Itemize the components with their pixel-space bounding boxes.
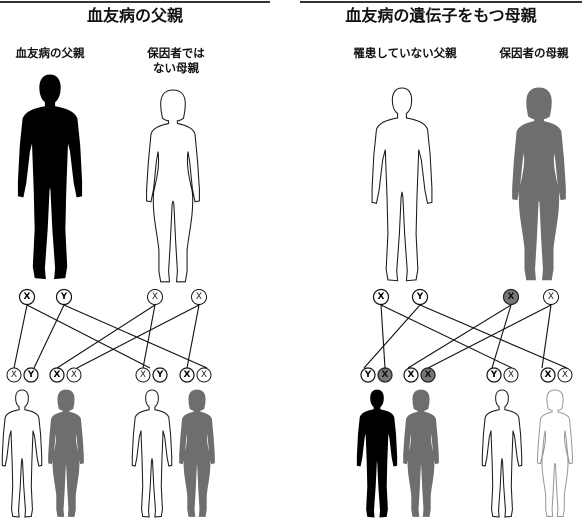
left-mother-chromosomes: X X: [147, 289, 207, 305]
right-father-chromosomes: X Y: [372, 288, 429, 306]
right-father-figure: [371, 87, 433, 282]
x-chromosome-icon: X: [201, 370, 207, 380]
x-chromosome-icon: X: [508, 370, 514, 380]
y-chromosome-icon: Y: [490, 370, 498, 380]
x-chromosome-icon: X: [408, 370, 415, 380]
right-unaffected-son-figure: [481, 389, 523, 518]
x-chromosome-icon: X: [152, 292, 158, 302]
left-father-label: 血友病の父親: [15, 46, 85, 60]
y-chromosome-icon: Y: [156, 370, 164, 380]
left-mother-figure: [146, 89, 200, 283]
x-chromosome-icon: X: [54, 370, 61, 380]
y-chromosome-icon: Y: [364, 370, 372, 380]
inheritance-lines: [13, 304, 568, 369]
x-chromosome-icon: X: [11, 370, 17, 380]
x-chromosome-icon: X: [548, 292, 554, 302]
x-chromosome-icon: X: [378, 292, 385, 302]
y-chromosome-icon: Y: [27, 370, 35, 380]
right-mother-figure: [512, 87, 566, 281]
x-chromosome-icon: X: [196, 292, 202, 302]
x-chromosome-icon: X: [140, 370, 146, 380]
right-mother-chromosomes: X X: [502, 288, 559, 306]
left-title-rule: [0, 1, 270, 3]
x-chromosome-icon: X: [71, 370, 77, 380]
right-affected-son-figure: [356, 389, 398, 518]
left-panel-title: 血友病の父親: [86, 6, 183, 25]
right-mother-label: 保因者の母親: [499, 46, 569, 60]
x-chromosome-icon: X: [24, 292, 31, 302]
left-children-chromosomes: X Y X X X Y X X: [6, 367, 212, 383]
y-chromosome-icon: Y: [60, 292, 68, 302]
right-noncarrier-daughter-figure: [537, 389, 573, 517]
x-chromosome-icon: X: [184, 370, 191, 380]
left-father-figure: [17, 74, 83, 280]
left-daughter-figure: [48, 389, 84, 517]
left-daughter-figure-2: [179, 389, 215, 517]
right-father-label: 罹患していない父親: [353, 46, 457, 60]
right-children-chromosomes: Y X X X Y X X X: [360, 367, 573, 383]
left-son-figure: [1, 389, 43, 518]
left-son-figure-2: [131, 389, 173, 518]
affected-x-chromosome-icon: X: [382, 370, 389, 380]
right-panel-title: 血友病の遺伝子をもつ母親: [345, 6, 537, 25]
affected-x-chromosome-icon: X: [425, 370, 432, 380]
affected-x-chromosome-icon: X: [508, 292, 515, 302]
y-chromosome-icon: Y: [416, 292, 424, 302]
right-carrier-daughter-figure: [403, 389, 439, 517]
x-chromosome-icon: X: [562, 370, 568, 380]
right-title-rule: [300, 1, 582, 3]
left-father-chromosomes: X Y: [18, 288, 73, 306]
left-mother-label: 保因者では ない母親: [147, 46, 205, 75]
x-chromosome-icon: X: [545, 370, 552, 380]
